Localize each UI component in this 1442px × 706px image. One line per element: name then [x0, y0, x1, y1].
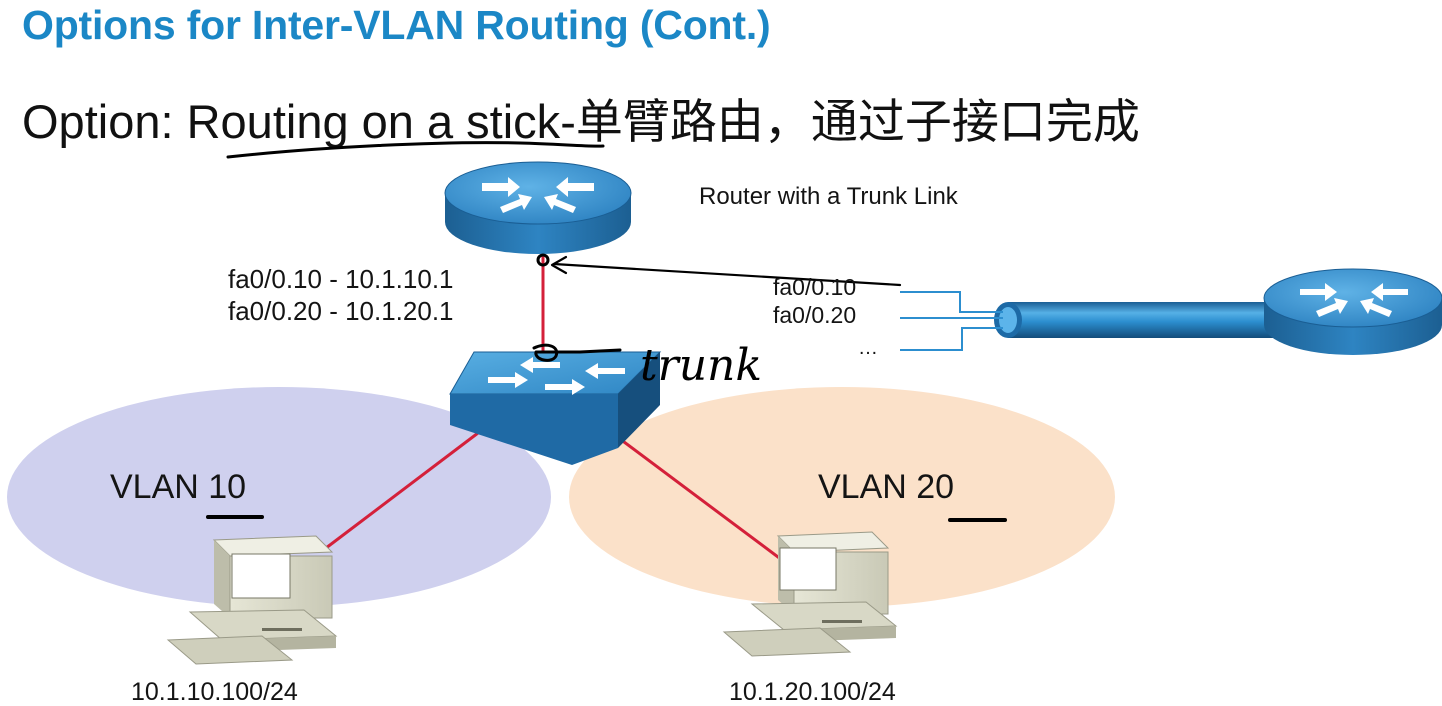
trunk-sub-1-label: fa0/0.10 [773, 274, 856, 300]
option-highlight: Routing on a stick [186, 95, 561, 148]
vlan20-label: VLAN 20 [818, 468, 954, 506]
subinterface-lines [900, 291, 1003, 351]
trunk-link-tube [994, 302, 1276, 338]
option-suffix: -单臂路由，通过子接口完成 [560, 95, 1140, 148]
pc1-ip-label: 10.1.10.100/24 [131, 678, 298, 706]
pc-icon [722, 531, 898, 657]
vlan20-area [569, 387, 1115, 607]
vlan10-area [7, 387, 551, 607]
vlan10-label: VLAN 10 [110, 468, 246, 506]
page-title: Options for Inter-VLAN Routing (Cont.) [22, 2, 771, 48]
pc-icon [166, 535, 338, 665]
subinterface-1-label: fa0/0.10 - 10.1.10.1 [228, 264, 454, 294]
router-icon-small [1263, 268, 1442, 355]
subinterface-2-label: fa0/0.20 - 10.1.20.1 [228, 296, 454, 326]
pc2-ip-label: 10.1.20.100/24 [729, 678, 896, 706]
switch-pc2-link [611, 431, 783, 562]
trunk-annotation: trunk [640, 340, 762, 391]
option-prefix: Option: [22, 95, 187, 148]
switch-pc1-link [325, 431, 479, 550]
router-caption: Router with a Trunk Link [699, 183, 959, 210]
trunk-sub-more-label: … [858, 337, 878, 359]
trunk-sub-2-label: fa0/0.20 [773, 302, 856, 328]
option-line: Option: Routing on a stick-单臂路由，通过子接口完成 [22, 83, 1140, 152]
handwritten-annotations [206, 141, 1007, 522]
router-icon [444, 161, 632, 254]
switch-icon [449, 351, 662, 465]
